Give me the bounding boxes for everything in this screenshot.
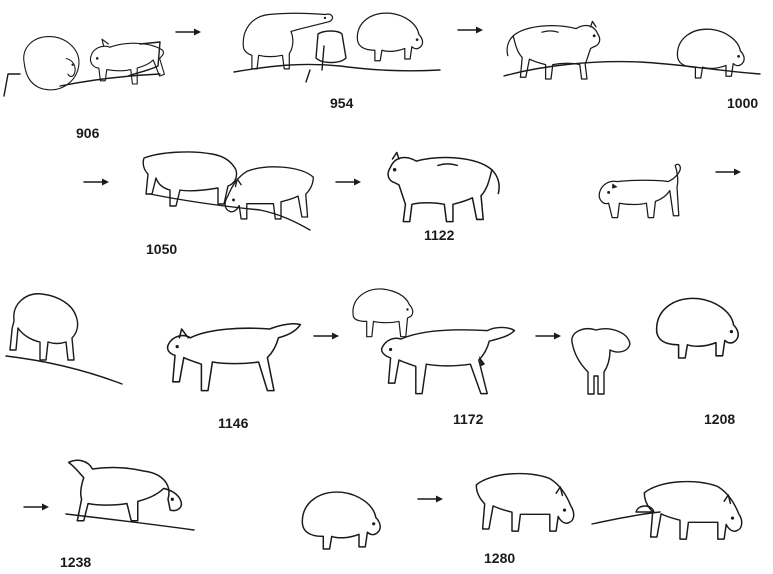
ground-line xyxy=(149,193,311,231)
panel-1280: 1280 xyxy=(301,472,743,566)
panel-1208: 1208 xyxy=(571,297,739,427)
panel-1146: 1146 xyxy=(5,293,302,431)
wolf-walking-figure xyxy=(142,151,238,207)
arrow-5 xyxy=(715,167,742,177)
ground-line xyxy=(3,73,21,97)
panel-1050: 1050 xyxy=(142,151,313,257)
panel-906: 906 xyxy=(3,36,165,141)
arrow-1 xyxy=(175,27,202,37)
time-label-1050: 1050 xyxy=(146,241,177,257)
wolf-sniffing-figure xyxy=(225,167,313,219)
arrow-6 xyxy=(313,331,340,341)
arrow-4 xyxy=(335,177,362,187)
panel-1000: 1000 xyxy=(503,20,761,111)
time-label-1208: 1208 xyxy=(704,411,735,427)
panel-1122: 1122 xyxy=(388,152,499,243)
stump xyxy=(127,41,161,77)
wolf-standing-figure xyxy=(242,12,334,70)
ground-line xyxy=(59,73,161,87)
panel-1172: 1172 xyxy=(352,288,516,427)
ground-line xyxy=(5,355,123,385)
time-label-906: 906 xyxy=(76,125,100,141)
arrow-7 xyxy=(535,331,562,341)
wolf-sniffing-figure xyxy=(356,12,424,62)
wolf-walking-figure xyxy=(506,20,601,80)
stump-mark xyxy=(305,45,325,83)
ground-line xyxy=(233,63,441,73)
wolf-sniffing-figure xyxy=(643,480,743,540)
wolf-walking-figure xyxy=(676,28,745,79)
wolf-hunched-figure xyxy=(655,297,739,359)
ground-line xyxy=(503,60,761,77)
stump xyxy=(315,30,347,64)
wolf-back-figure xyxy=(9,293,79,361)
time-label-1280: 1280 xyxy=(484,550,515,566)
time-label-1000: 1000 xyxy=(727,95,758,111)
wolf-walking-figure xyxy=(67,459,183,522)
panel-1238: 1238 xyxy=(60,459,195,570)
wolf-sniffing-figure xyxy=(89,38,165,85)
ground-line xyxy=(591,511,661,525)
arrow-3 xyxy=(83,177,110,187)
time-label-1238: 1238 xyxy=(60,554,91,570)
wolf-standing-figure xyxy=(388,152,499,221)
wolf-standing-figure xyxy=(301,491,381,550)
panel-1122b xyxy=(598,163,681,219)
time-label-1172: 1172 xyxy=(453,411,484,427)
panel-954: 954 xyxy=(233,12,441,111)
time-label-954: 954 xyxy=(330,95,354,111)
wolf-walking-figure xyxy=(166,322,302,392)
arrow-9 xyxy=(417,494,444,504)
wolf-walking-figure xyxy=(598,163,681,219)
ground-line xyxy=(65,513,195,531)
wolf-back-figure xyxy=(571,328,631,395)
stone xyxy=(635,505,655,513)
arrow-2 xyxy=(457,25,484,35)
time-label-1122: 1122 xyxy=(424,227,455,243)
wolf-curled-figure xyxy=(23,36,80,91)
time-label-1146: 1146 xyxy=(218,415,249,431)
arrow-8 xyxy=(23,502,50,512)
wolf-walking-figure xyxy=(380,326,516,395)
wolf-sniffing-figure xyxy=(475,472,575,532)
wolf-standing-figure xyxy=(352,288,414,338)
